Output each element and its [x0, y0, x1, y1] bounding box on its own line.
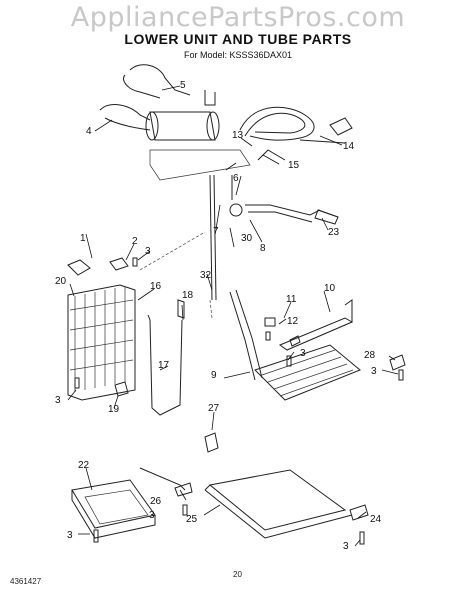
callout-4: 4 [86, 126, 92, 137]
page-number: 20 [233, 570, 242, 579]
callout-15: 15 [288, 160, 300, 171]
callout-32: 32 [200, 270, 212, 281]
callout-3-coil: 3 [55, 395, 61, 406]
callout-11: 11 [286, 294, 297, 305]
callout-23: 23 [328, 227, 340, 238]
callout-25: 25 [186, 514, 198, 525]
callout-12: 12 [287, 316, 299, 327]
callout-1: 1 [80, 233, 86, 244]
compressor-tubing-assembly [99, 64, 353, 181]
callout-3-pan: 3 [343, 541, 349, 552]
callout-14: 14 [343, 141, 355, 152]
callout-labels: 1 2 3 4 5 6 7 8 9 10 11 12 13 14 15 16 1… [55, 80, 382, 552]
assembly-lines [139, 231, 213, 319]
callout-2: 2 [132, 236, 138, 247]
callout-10: 10 [324, 283, 336, 294]
drain-tube-valve [209, 174, 339, 301]
callout-3-misc: 3 [149, 510, 155, 521]
document-number: 4361427 [10, 577, 42, 586]
screws [74, 257, 404, 545]
condenser-coil [67, 257, 136, 401]
callout-3-right: 3 [371, 366, 377, 377]
callout-8: 8 [260, 243, 266, 254]
callout-7: 7 [213, 226, 219, 237]
watermark: AppliancePartsPros.com [70, 2, 406, 33]
callout-3: 3 [145, 246, 151, 257]
drip-tray [71, 479, 156, 539]
callout-6: 6 [233, 173, 239, 184]
callout-9: 9 [211, 370, 217, 381]
callout-24: 24 [370, 514, 382, 525]
callout-18: 18 [182, 290, 194, 301]
callout-30: 30 [241, 233, 253, 244]
callout-22: 22 [78, 460, 90, 471]
leader-lines [67, 85, 399, 547]
callout-3-bracket: 3 [300, 348, 306, 359]
callout-5: 5 [180, 80, 186, 91]
callout-27: 27 [208, 403, 220, 414]
callout-28: 28 [364, 350, 376, 361]
page-title: LOWER UNIT AND TUBE PARTS [124, 31, 352, 47]
callout-26: 26 [150, 496, 162, 507]
callout-3-tray: 3 [67, 530, 73, 541]
small-parts [114, 209, 406, 521]
callout-13: 13 [232, 130, 244, 141]
callout-19: 19 [108, 404, 120, 415]
callout-20: 20 [55, 276, 67, 287]
callout-17: 17 [158, 360, 170, 371]
defrost-heater [229, 289, 361, 401]
thermostat-capillary [147, 299, 185, 416]
callout-16: 16 [150, 281, 162, 292]
model-number: For Model: KSSS36DAX01 [183, 50, 293, 60]
heater-bracket [264, 299, 354, 351]
drain-pan [204, 469, 353, 539]
